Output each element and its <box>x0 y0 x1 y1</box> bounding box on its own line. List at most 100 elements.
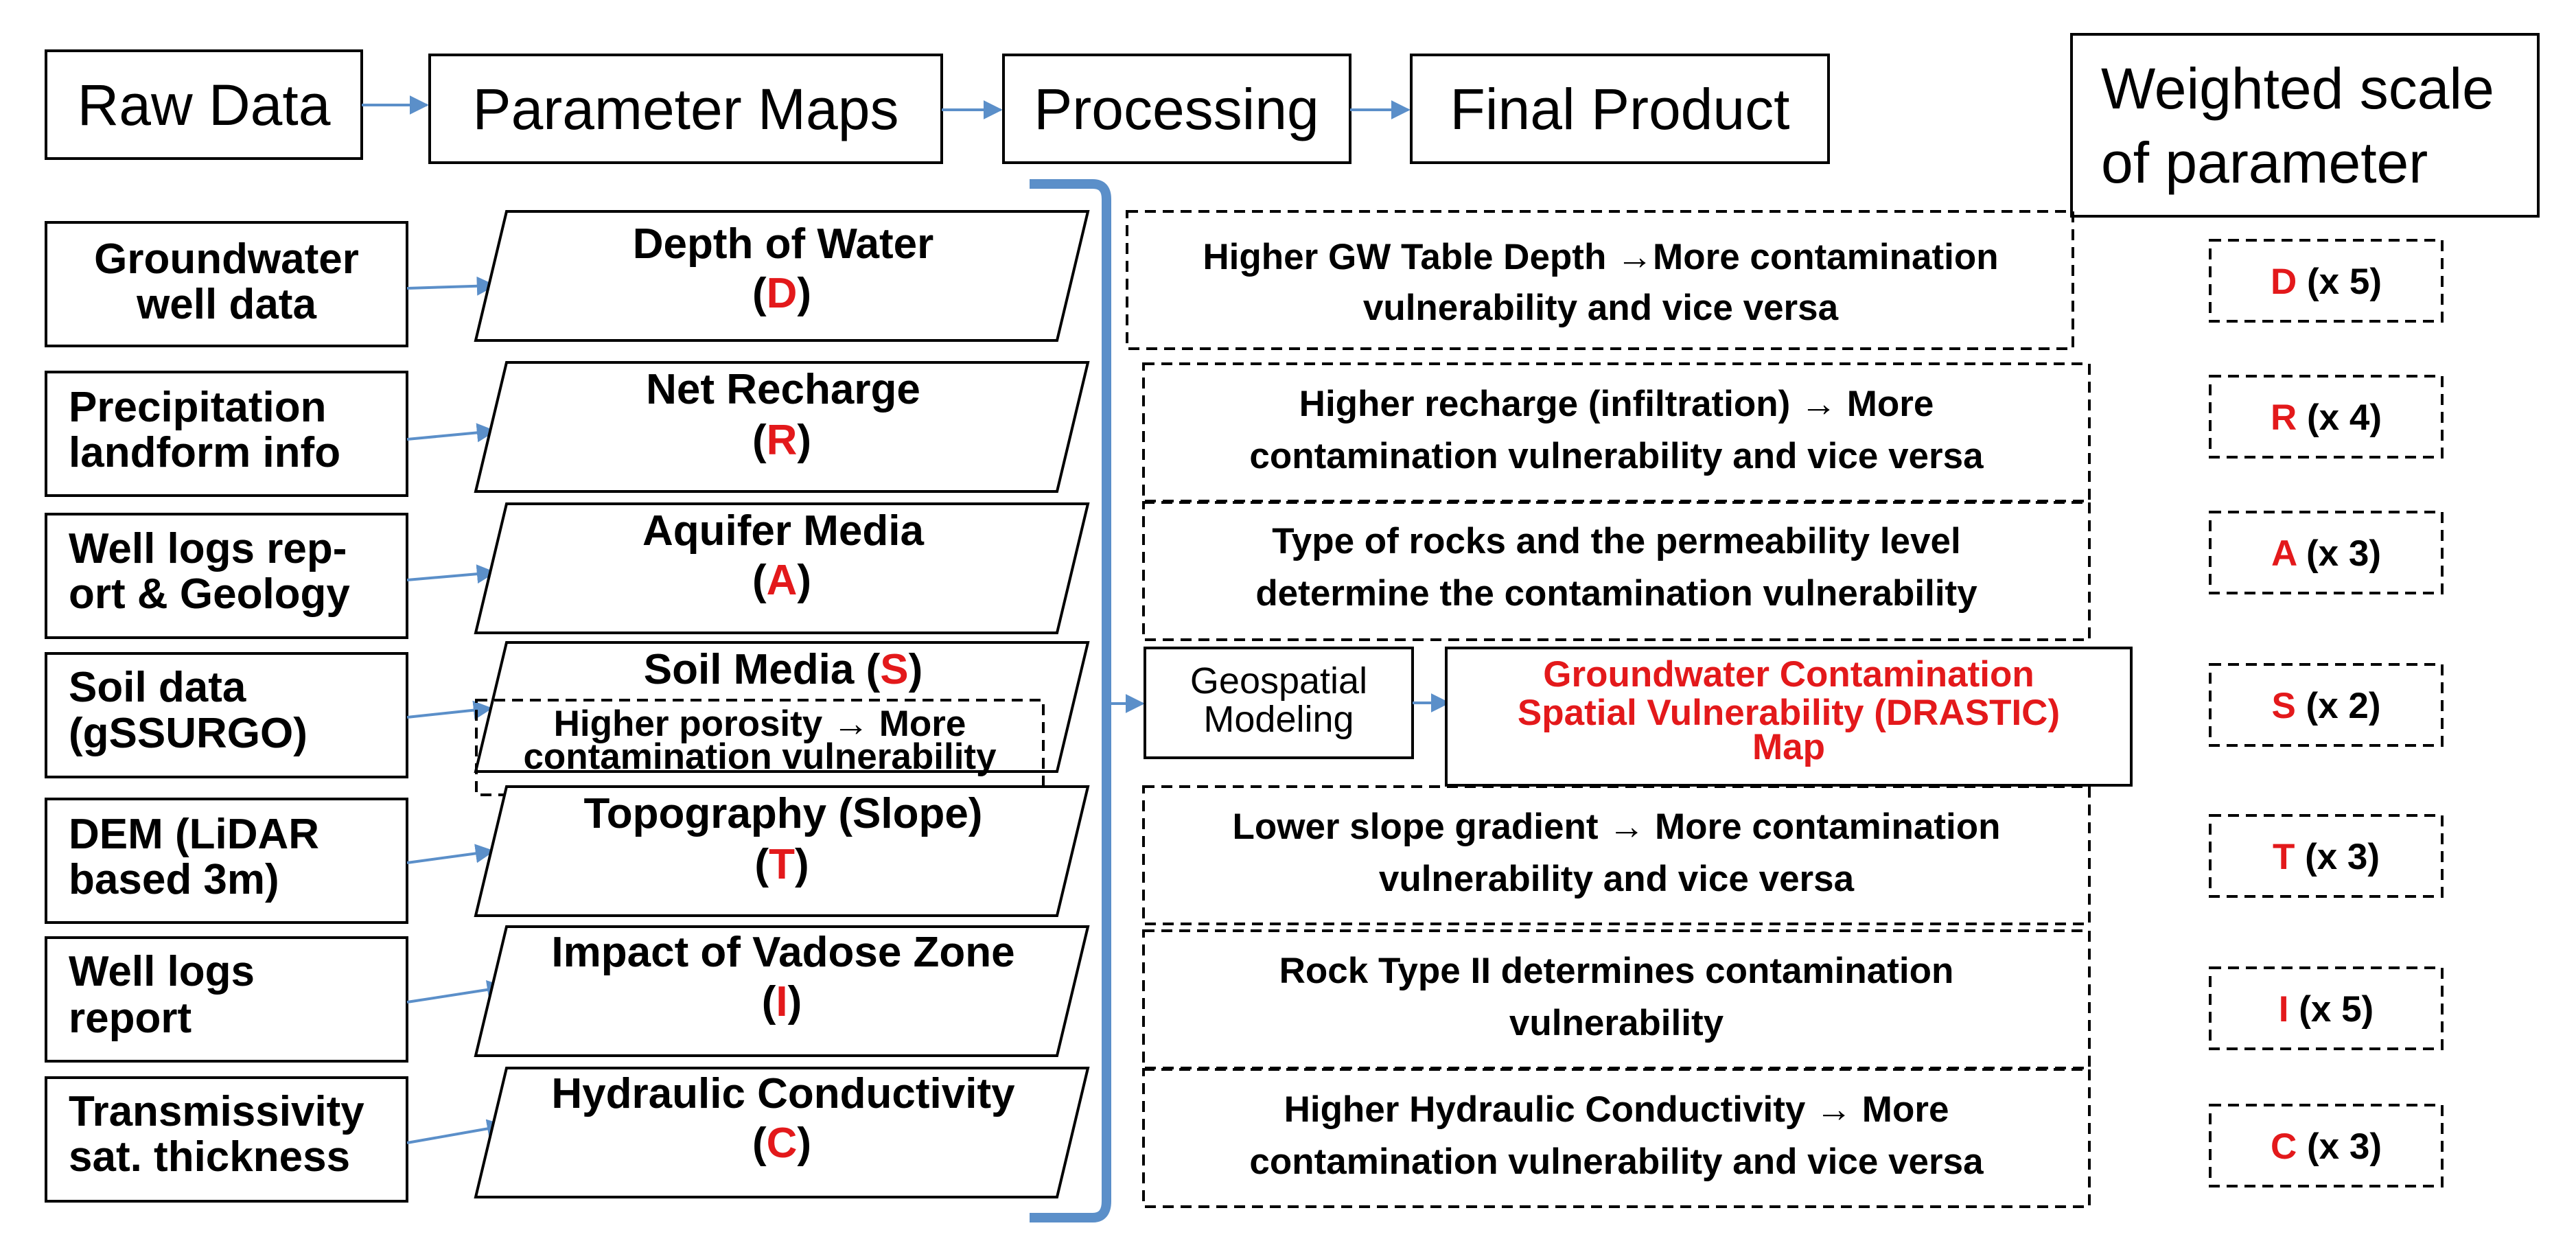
source-label-line2: (gSSURGO) <box>69 710 308 757</box>
source-box: Well logs report <box>45 936 408 1063</box>
weight-box: S (x 2) <box>2209 663 2444 747</box>
parameter-letter-line: (R) <box>752 417 811 464</box>
parameter-letter-line: (A) <box>752 557 811 604</box>
weight-multiplier: (x 3) <box>2305 837 2380 877</box>
source-label-line1: Soil data <box>69 664 246 711</box>
parameter-letter-line: (C) <box>752 1120 811 1167</box>
grouping-bracket <box>1030 179 1111 1222</box>
header-parameter-maps-label: Parameter Maps <box>473 77 899 141</box>
weight-letter: C <box>2271 1126 2297 1167</box>
final-product-line2: Spatial Vulnerability (DRASTIC) <box>1518 693 2060 733</box>
parameter-soil-media: Soil Media (S) Higher porosity → More co… <box>474 641 1090 796</box>
weight-box: T (x 3) <box>2209 814 2444 898</box>
description-box: Lower slope gradient → More contaminatio… <box>1142 785 2091 925</box>
parameter-net-recharge: Net Recharge (R) <box>474 361 1090 493</box>
description-line1: Rock Type II determines contamination <box>1279 951 1954 991</box>
source-label-line2: landform info <box>69 429 340 476</box>
parameter-name: Impact of Vadose Zone <box>551 929 1014 976</box>
weight-box: C (x 3) <box>2209 1104 2444 1187</box>
header-weighted-line2: of parameter <box>2101 130 2428 195</box>
parameter-letter-line: (T) <box>754 841 809 888</box>
arrow-source-to-param <box>406 276 496 296</box>
header-parameter-maps: Parameter Maps <box>428 54 943 164</box>
weight-letter: S <box>2271 686 2295 726</box>
weight-label: S (x 2) <box>2271 686 2380 726</box>
parameter-letter: R <box>767 417 798 464</box>
source-label-line2: report <box>69 995 192 1042</box>
description-line1: Type of rocks and the permeability level <box>1272 521 1960 561</box>
parameter-name: Net Recharge <box>646 366 920 413</box>
parameter-name: Aquifer Media <box>642 507 924 555</box>
weight-label: C (x 3) <box>2271 1126 2382 1167</box>
arrow-source-to-param <box>406 423 496 443</box>
header-final-product-label: Final Product <box>1450 77 1790 141</box>
source-label-line1: Transmissivity <box>69 1088 364 1135</box>
parameter-letter-line: (I) <box>762 978 802 1025</box>
source-label-line2: well data <box>136 281 316 328</box>
description-box: Higher recharge (infiltration) → More co… <box>1142 362 2091 502</box>
header-final-product: Final Product <box>1410 54 1830 164</box>
description-box: Type of rocks and the permeability level… <box>1142 501 2091 641</box>
arrow-source-to-param <box>406 844 495 864</box>
description-box: Rock Type II determines contamination vu… <box>1142 929 2091 1069</box>
description-line1: Lower slope gradient → More contaminatio… <box>1232 807 2000 847</box>
weight-multiplier: (x 2) <box>2306 686 2381 726</box>
header-raw-data: Raw Data <box>45 49 363 160</box>
parameter-letter: D <box>767 270 798 317</box>
source-label-line1: DEM (LiDAR <box>69 811 319 858</box>
description-box: Higher GW Table Depth →More contaminatio… <box>1126 210 2074 350</box>
parameter-name: Topography (Slope) <box>584 790 983 837</box>
source-box: Precipitation landform info <box>45 371 408 497</box>
final-product-line1: Groundwater Contamination <box>1543 654 2034 695</box>
weight-box: D (x 5) <box>2209 239 2444 323</box>
source-label-line1: Well logs <box>69 948 255 995</box>
description-line1: Higher Hydraulic Conductivity → More <box>1284 1089 1949 1130</box>
weight-box: I (x 5) <box>2209 966 2444 1050</box>
source-box: Transmissivity sat. thickness <box>45 1076 408 1203</box>
parameter-letter: S <box>880 646 908 693</box>
source-box: Well logs rep- ort & Geology <box>45 513 408 639</box>
source-label-line2: sat. thickness <box>69 1133 350 1181</box>
source-box: Groundwater well data <box>45 221 408 347</box>
source-label-line1: Precipitation <box>69 384 327 431</box>
final-product-line3: Map <box>1752 727 1825 767</box>
arrow-source-to-param <box>406 1119 507 1144</box>
weight-label: I (x 5) <box>2279 989 2374 1030</box>
description-line2: determine the contamination vulnerabilit… <box>1255 573 1977 614</box>
parameter-aquifer-media: Aquifer Media (A) <box>474 502 1090 634</box>
arrow-source-to-param <box>406 564 496 584</box>
weight-multiplier: (x 3) <box>2307 1126 2382 1167</box>
header-processing: Processing <box>1002 54 1351 164</box>
description-line2: vulnerability and vice versa <box>1379 859 1855 899</box>
soil-note-line1: Higher porosity → More <box>554 704 966 744</box>
parameter-name-text: Soil Media <box>644 646 855 693</box>
weight-label: A (x 3) <box>2271 533 2381 574</box>
description-line1: Higher recharge (infiltration) → More <box>1299 384 1934 424</box>
parameter-letter: I <box>776 978 787 1025</box>
weight-letter: D <box>2271 262 2297 302</box>
parameter-letter: C <box>767 1120 798 1167</box>
weight-letter: I <box>2279 989 2289 1030</box>
parameter-letter: A <box>767 557 798 604</box>
description-line2: contamination vulnerability and vice ver… <box>1249 436 1984 476</box>
header-weighted-line1: Weighted scale <box>2101 56 2494 121</box>
description-line2: vulnerability <box>1509 1003 1724 1043</box>
parameter-name: Hydraulic Conductivity <box>551 1070 1015 1117</box>
description-box: Higher Hydraulic Conductivity → More con… <box>1142 1068 2091 1208</box>
arrow-source-to-param <box>406 980 507 1004</box>
weight-multiplier: (x 5) <box>2299 989 2374 1030</box>
parameter-name: Depth of Water <box>633 220 934 268</box>
geospatial-modeling-box: Geospatial Modeling <box>1144 647 1414 759</box>
weight-label: D (x 5) <box>2271 262 2382 302</box>
parameter-depth-of-water: Depth of Water (D) <box>474 210 1090 342</box>
geospatial-line2: Modeling <box>1203 699 1354 740</box>
parameter-letter-line: (D) <box>752 270 811 317</box>
description-line2: vulnerability and vice versa <box>1363 288 1839 328</box>
description-line2: contamination vulnerability and vice ver… <box>1249 1141 1984 1182</box>
arrow-source-to-param <box>406 700 493 720</box>
parameter-name: Soil Media (S) <box>644 646 923 693</box>
header-raw-data-label: Raw Data <box>78 73 331 137</box>
final-product-box: Groundwater Contamination Spatial Vulner… <box>1445 647 2133 787</box>
weight-letter: T <box>2273 837 2295 877</box>
geospatial-line1: Geospatial <box>1190 660 1367 702</box>
